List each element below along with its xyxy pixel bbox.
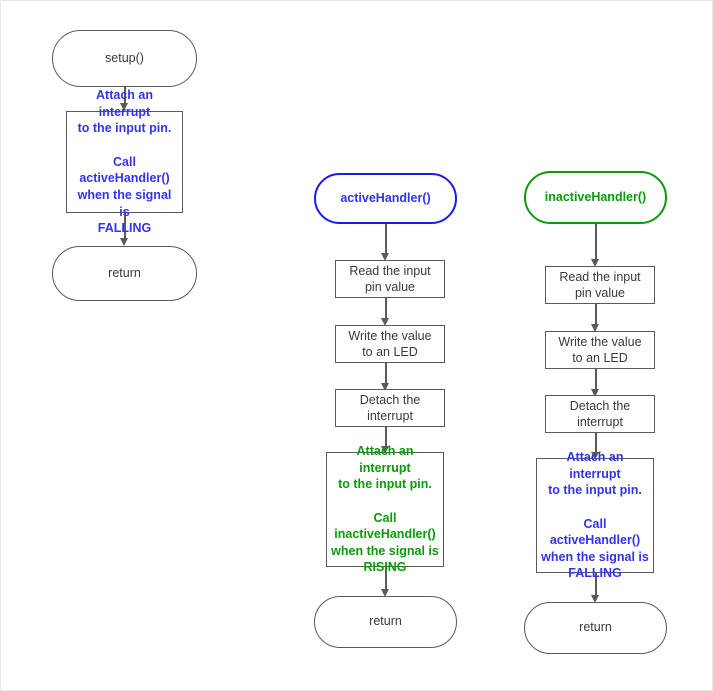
node-label: Attach an interrupt to the input pin. Ca… — [331, 444, 439, 575]
node-setup-return[interactable]: return — [52, 246, 197, 301]
connector-line — [385, 567, 387, 590]
connector-line — [595, 224, 597, 260]
arrow-head-icon — [381, 589, 390, 597]
node-label: Write the value to an LED — [348, 328, 432, 359]
node-active-write-led[interactable]: Write the value to an LED — [335, 325, 445, 363]
node-inactive-handler-start[interactable]: inactiveHandler() — [524, 171, 667, 224]
node-label: return — [108, 265, 141, 280]
connector-line — [385, 224, 387, 254]
node-label: Attach an interrupt to the input pin. Ca… — [77, 88, 172, 236]
node-active-return[interactable]: return — [314, 596, 457, 648]
arrow-head-icon — [591, 324, 600, 332]
node-label: return — [369, 614, 402, 629]
arrow-head-icon — [381, 253, 390, 261]
node-label: setup() — [105, 50, 144, 65]
node-inactive-read-input[interactable]: Read the input pin value — [545, 266, 655, 304]
arrow-head-icon — [120, 103, 129, 111]
connector-line — [385, 363, 387, 384]
node-label: inactiveHandler() — [544, 189, 647, 204]
node-active-handler-start[interactable]: activeHandler() — [314, 173, 457, 224]
node-inactive-write-led[interactable]: Write the value to an LED — [545, 331, 655, 369]
node-inactive-return[interactable]: return — [524, 602, 667, 654]
node-label: Attach an interrupt to the input pin. Ca… — [541, 450, 649, 581]
node-label: return — [579, 620, 612, 635]
arrow-head-icon — [591, 452, 600, 460]
node-label: activeHandler() — [340, 190, 431, 205]
connector-line — [595, 433, 597, 453]
connector-line — [595, 369, 597, 390]
connector-line — [124, 213, 126, 239]
arrow-head-icon — [381, 383, 390, 391]
connector-line — [385, 427, 387, 447]
arrow-head-icon — [381, 446, 390, 454]
arrow-head-icon — [591, 389, 600, 397]
arrow-head-icon — [591, 595, 600, 603]
connector-line — [124, 87, 126, 104]
node-label: Write the value to an LED — [558, 334, 642, 365]
node-inactive-attach-interrupt[interactable]: Attach an interrupt to the input pin. Ca… — [536, 450, 654, 580]
connector-line — [595, 573, 597, 596]
node-active-detach-interrupt[interactable]: Detach the interrupt — [335, 389, 445, 427]
arrow-head-icon — [381, 318, 390, 326]
arrow-head-icon — [591, 259, 600, 267]
arrow-head-icon — [120, 238, 129, 246]
connector-line — [595, 304, 597, 325]
node-setup-start[interactable]: setup() — [52, 30, 197, 87]
node-active-attach-interrupt[interactable]: Attach an interrupt to the input pin. Ca… — [326, 444, 444, 574]
node-inactive-detach-interrupt[interactable]: Detach the interrupt — [545, 395, 655, 433]
node-active-read-input[interactable]: Read the input pin value — [335, 260, 445, 298]
connector-line — [385, 298, 387, 319]
node-label: Read the input pin value — [349, 263, 431, 294]
node-label: Detach the interrupt — [359, 392, 421, 423]
node-setup-attach-interrupt[interactable]: Attach an interrupt to the input pin. Ca… — [66, 88, 183, 235]
node-label: Detach the interrupt — [569, 398, 631, 429]
node-label: Read the input pin value — [559, 269, 641, 300]
